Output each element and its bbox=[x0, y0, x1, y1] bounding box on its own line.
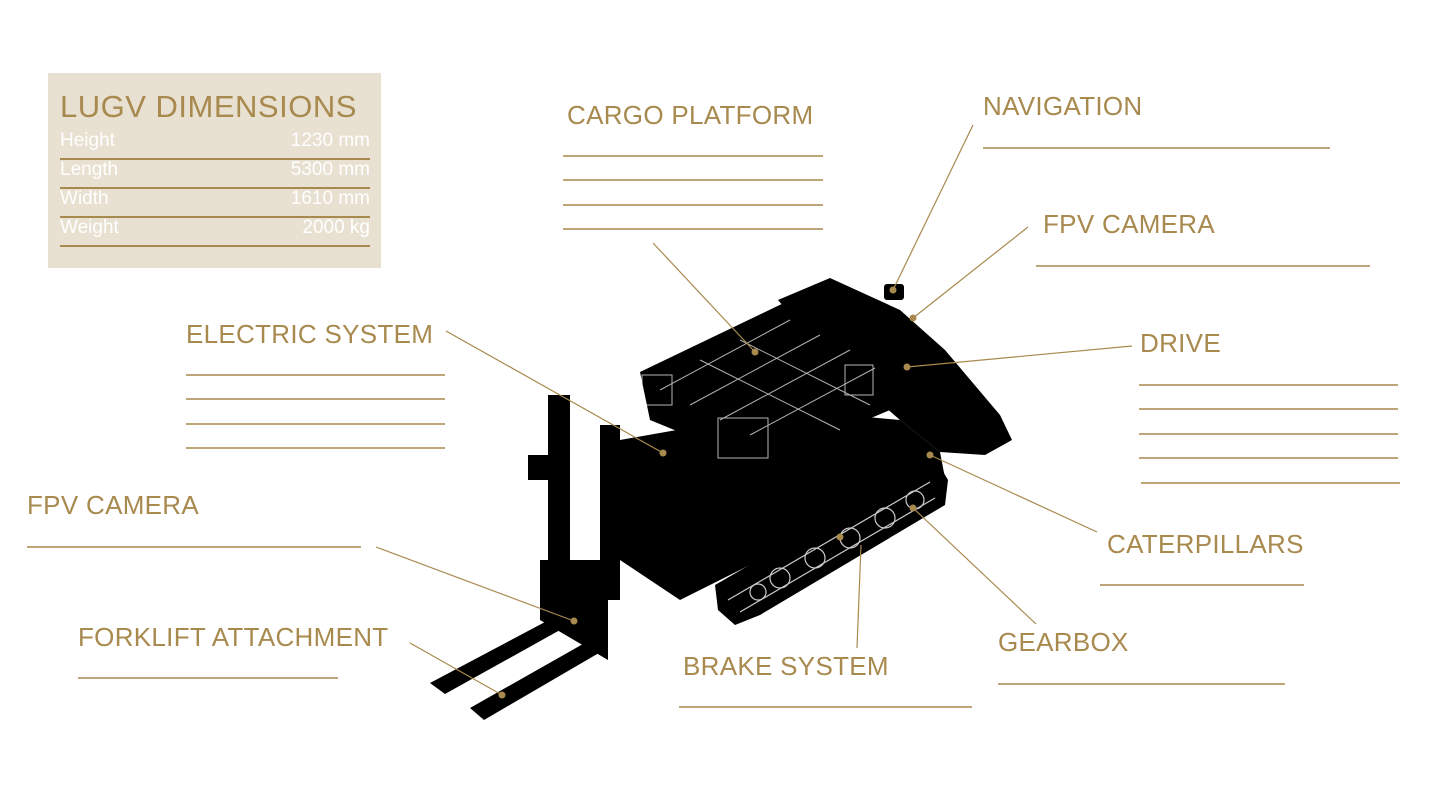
forklift-carriage bbox=[540, 560, 608, 660]
dimension-value: 1610 mm bbox=[290, 188, 370, 209]
dimension-row-length: Length 5300 mm bbox=[60, 159, 370, 189]
callout-electric-system: ELECTRIC SYSTEM bbox=[186, 319, 434, 349]
forklift-mast bbox=[548, 395, 570, 580]
callout-fpv-camera-front: FPV CAMERA bbox=[27, 490, 200, 520]
underline-rules bbox=[27, 147, 1400, 708]
callout-cargo-platform: CARGO PLATFORM bbox=[567, 100, 814, 130]
anchor-dots bbox=[498, 286, 934, 699]
main-hull bbox=[620, 410, 945, 600]
leader-lines bbox=[375, 124, 1133, 696]
callout-caterpillars: CATERPILLARS bbox=[1107, 529, 1304, 559]
fork-left bbox=[430, 622, 560, 694]
dimension-label: Weight bbox=[60, 217, 119, 238]
callout-fpv-camera-rear: FPV CAMERA bbox=[1043, 209, 1216, 239]
dimension-row-width: Width 1610 mm bbox=[60, 188, 370, 218]
dimension-row-weight: Weight 2000 kg bbox=[60, 217, 370, 247]
dimension-value: 1230 mm bbox=[290, 130, 370, 151]
rear-camera bbox=[952, 432, 976, 448]
lugv-vehicle-illustration bbox=[430, 278, 1012, 720]
rear-upper-frame bbox=[778, 278, 1012, 455]
callout-drive: DRIVE bbox=[1140, 328, 1221, 358]
dimension-value: 5300 mm bbox=[290, 159, 370, 180]
callout-brake-system: BRAKE SYSTEM bbox=[683, 651, 889, 681]
dimension-label: Width bbox=[60, 188, 109, 209]
caterpillar-track bbox=[715, 458, 948, 625]
dimension-value: 2000 kg bbox=[302, 217, 370, 238]
callout-forklift-attachment: FORKLIFT ATTACHMENT bbox=[78, 622, 389, 652]
dimension-label: Length bbox=[60, 159, 119, 180]
dimensions-panel: LUGV DIMENSIONS Height 1230 mm Length 53… bbox=[48, 73, 381, 268]
dimension-label: Height bbox=[60, 130, 115, 151]
forklift-mast bbox=[600, 425, 620, 600]
callout-navigation: NAVIGATION bbox=[983, 91, 1143, 121]
dimension-row-height: Height 1230 mm bbox=[60, 130, 370, 160]
callout-gearbox: GEARBOX bbox=[998, 627, 1129, 657]
dimensions-title: LUGV DIMENSIONS bbox=[60, 89, 357, 124]
fork-right bbox=[470, 640, 604, 720]
cargo-deck bbox=[640, 300, 895, 465]
